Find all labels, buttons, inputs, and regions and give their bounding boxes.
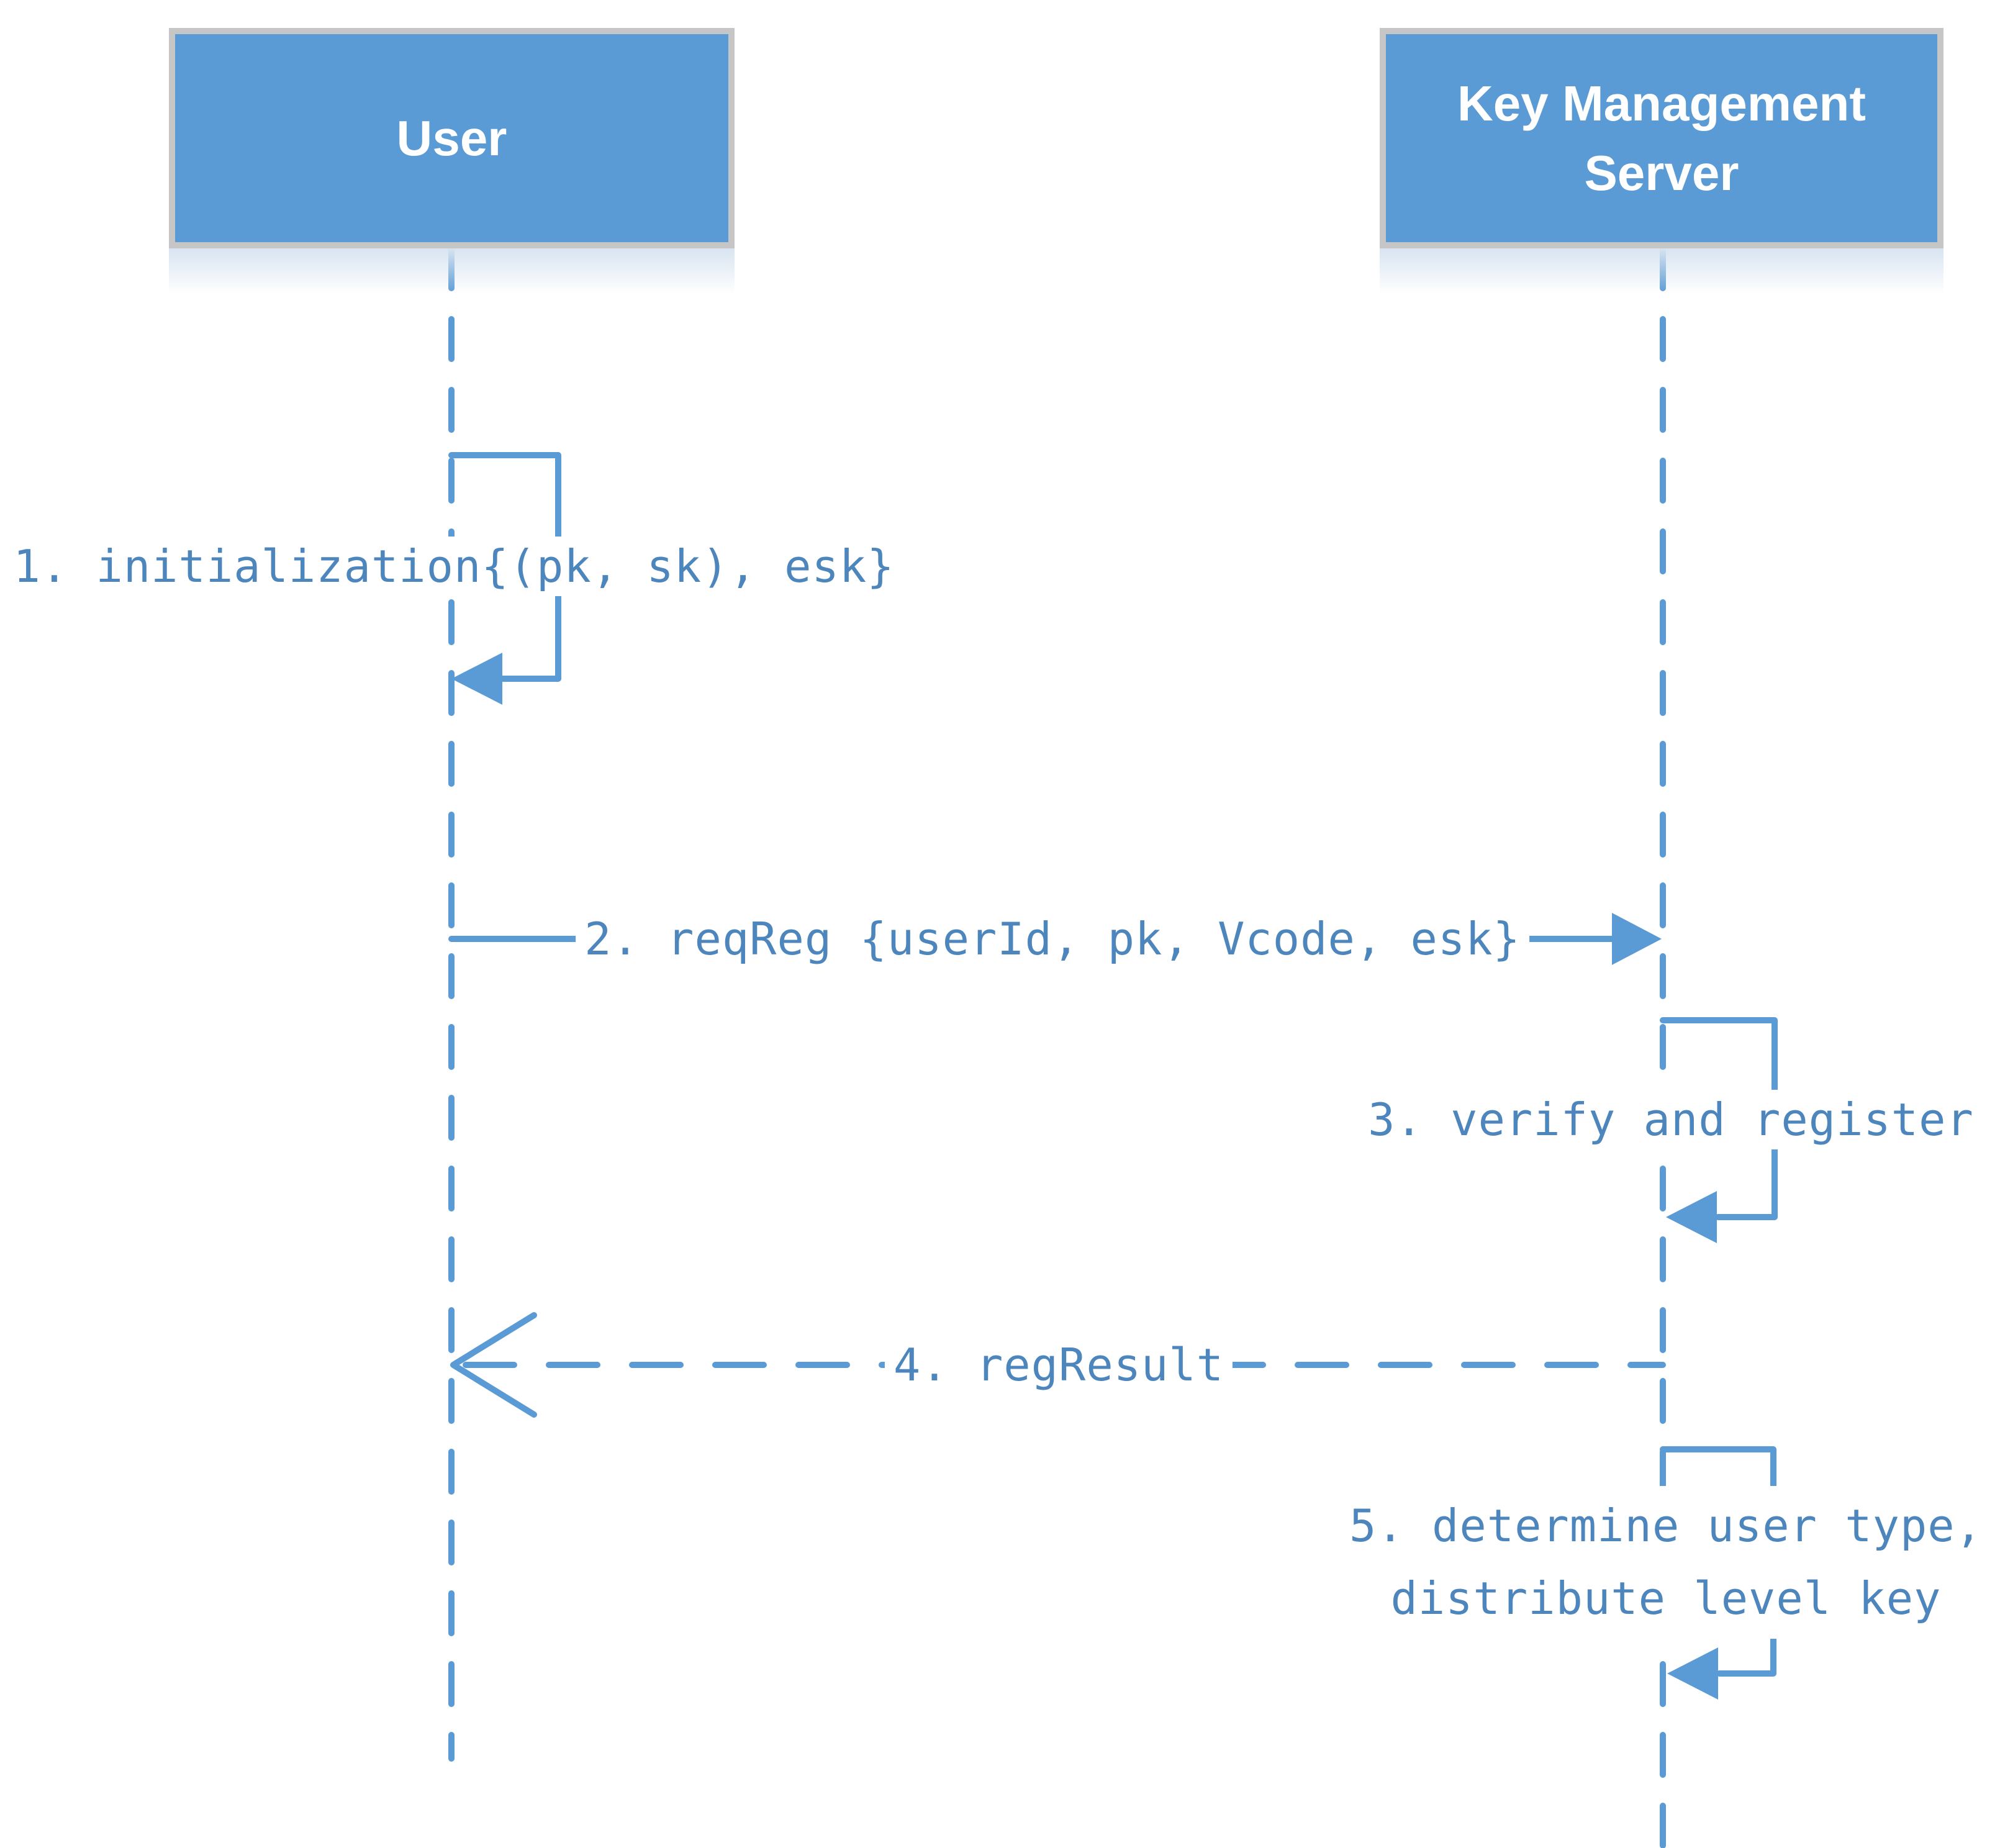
message-label-3-verify-register: 3. verify and register (1359, 1090, 1983, 1149)
message-label-1-initialization: 1. initialization{(pk, sk), esk} (4, 537, 903, 596)
actor-label-user: User (396, 110, 507, 166)
kms-box-reflection (1380, 248, 1943, 294)
message-label-5-line1: 5. determine user type, (1349, 1500, 1983, 1552)
self-loop-1-arrowhead-icon (451, 653, 502, 705)
message-label-4-regresult: 4. regResult (884, 1335, 1233, 1395)
self-loop-3-arrowhead-icon (1666, 1191, 1717, 1243)
message-2-arrowhead-icon (1612, 913, 1662, 965)
actor-box-user: User (169, 28, 735, 248)
message-label-2-reqreg: 2. reqReg {userId, pk, Vcode, esk} (576, 909, 1529, 969)
actor-label-key-management-server: Key Management Server (1457, 75, 1866, 201)
self-loop-5-arrowhead-icon (1667, 1647, 1718, 1700)
message-label-5-line2: distribute level key (1390, 1572, 1942, 1624)
user-box-reflection (169, 248, 735, 294)
message-label-5-determine-distribute: 5. determine user type, distribute level… (1341, 1486, 1991, 1639)
message-4-open-arrowhead-icon (450, 1312, 537, 1418)
actor-box-key-management-server: Key Management Server (1380, 28, 1943, 248)
